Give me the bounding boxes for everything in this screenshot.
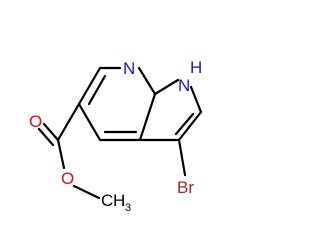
bond-c3-br bbox=[177, 138, 187, 177]
atom-n-pyrrole-h: H bbox=[190, 58, 202, 77]
bond-ccarb-o-double-b bbox=[37, 127, 55, 147]
atom-methyl-sub: 3 bbox=[125, 202, 131, 214]
atom-bromine: Br bbox=[177, 178, 194, 197]
bond-c7a-n1 bbox=[153, 78, 180, 96]
structure-diagram: N N H O O Br C H 3 bbox=[29, 58, 203, 214]
bonds bbox=[37, 66, 203, 200]
atom-o-carbonyl: O bbox=[29, 112, 42, 131]
bond-n1-c2 bbox=[189, 85, 203, 114]
bond-c3a-c7a bbox=[138, 92, 157, 142]
atom-methyl-h: H bbox=[113, 191, 125, 210]
atom-methyl-c: C bbox=[101, 191, 113, 210]
bond-oester-ch3 bbox=[72, 184, 101, 200]
atom-n-pyridine: N bbox=[123, 59, 135, 78]
bond-c6-c5-double bbox=[77, 66, 102, 106]
atom-labels: N N H O O Br C H 3 bbox=[29, 58, 202, 214]
bond-ccarb-o-double-a bbox=[42, 122, 60, 142]
atom-n-pyrrole: N bbox=[178, 76, 190, 95]
atom-o-ester: O bbox=[61, 169, 74, 188]
bond-c5-ccarb bbox=[56, 102, 81, 142]
bond-c2-c3-double bbox=[177, 110, 203, 142]
bond-c2-c3-inner bbox=[174, 112, 195, 136]
bond-c6-c5-inner bbox=[87, 74, 107, 106]
bond-n-c7a bbox=[137, 66, 157, 96]
bond-c5-c4 bbox=[77, 102, 102, 142]
bond-ccarb-oester bbox=[56, 138, 66, 170]
